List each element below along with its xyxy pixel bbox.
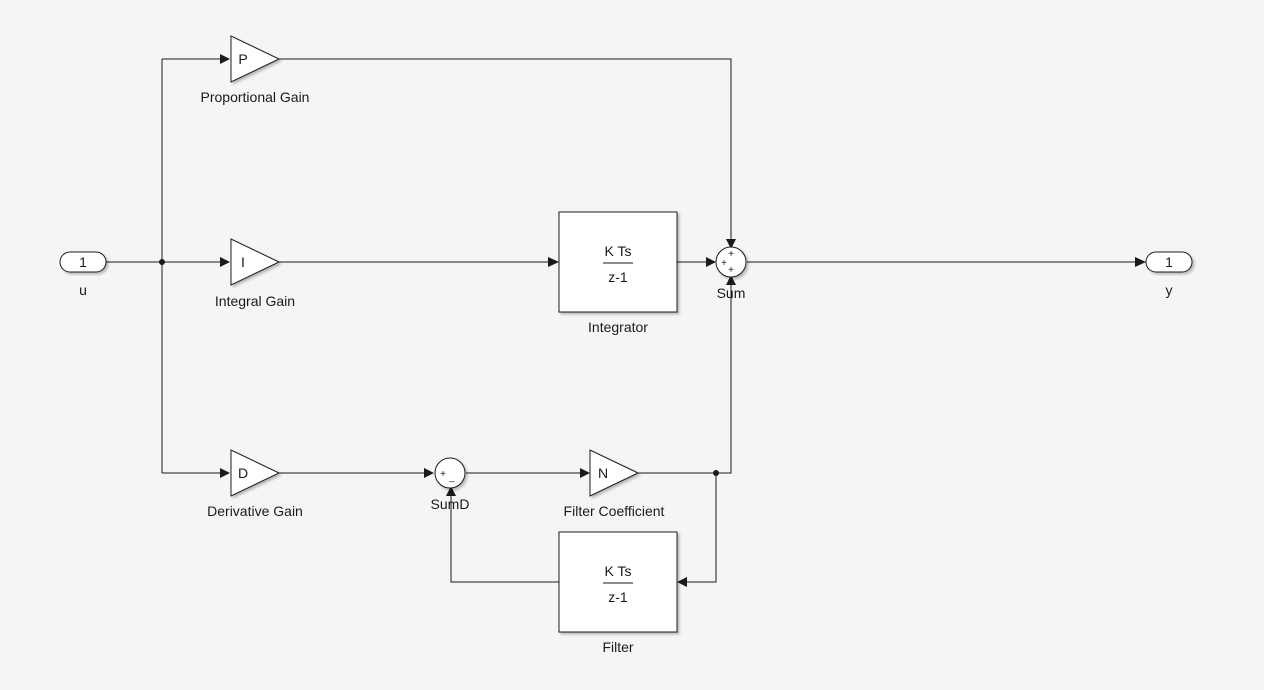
wire-filter-to-sumd[interactable] [450,495,559,583]
filter-block[interactable]: K Ts z-1 Filter [558,531,678,655]
arrowhead-proportional-in [220,54,230,64]
derivative-gain-symbol: D [238,465,248,481]
filter-denominator: z-1 [608,589,628,605]
arrowhead-sumd-left [424,468,434,478]
integral-gain-symbol: I [241,254,245,270]
proportional-gain-label: Proportional Gain [201,89,310,105]
sumd-label: SumD [431,496,470,512]
sum-label: Sum [717,285,746,301]
filter-coefficient-triangle[interactable] [589,449,640,497]
arrowhead-sum-left [706,257,716,267]
arrowhead-sumd-bottom [446,486,456,496]
outport-shape[interactable] [1145,251,1193,273]
arrowhead-sum-bottom [726,275,736,285]
derivative-gain-label: Derivative Gain [207,503,303,519]
proportional-gain-block[interactable]: P Proportional Gain [201,35,310,105]
filter-box[interactable] [558,531,678,633]
arrowhead-integral-in [220,257,230,267]
outport-label: y [1166,282,1173,298]
integrator-box[interactable] [558,211,678,313]
wire-junction-to-filter[interactable] [686,473,717,583]
arrowhead-filter-in [677,577,687,587]
filter-coefficient-block[interactable]: N Filter Coefficient [564,449,665,519]
outport-number: 1 [1165,254,1173,270]
integrator-label: Integrator [588,319,648,335]
sumd-circle[interactable] [434,457,466,489]
integral-gain-block[interactable]: I Integral Gain [215,238,295,309]
wire-filter-coefficient-to-sum[interactable] [638,284,732,474]
integral-gain-triangle[interactable] [230,238,281,286]
inport-u[interactable]: 1 u [59,251,107,298]
signal-lines [106,58,1136,583]
sumd-block[interactable]: + _ SumD [431,457,470,512]
inport-label: u [79,282,87,298]
sum-sign-top: + [728,249,734,260]
filter-numerator: K Ts [605,563,632,579]
arrowhead-output-in [1135,257,1146,267]
filter-label: Filter [602,639,633,655]
derivative-gain-block[interactable]: D Derivative Gain [207,449,303,519]
wire-proportional-to-sum[interactable] [279,58,732,240]
filter-coefficient-symbol: N [598,465,608,481]
sum-sign-left: + [721,258,727,269]
integrator-numerator: K Ts [605,243,632,259]
integrator-denominator: z-1 [608,269,628,285]
derivative-gain-triangle[interactable] [230,449,281,497]
arrowhead-derivative-in [220,468,230,478]
branch-point-input [159,259,165,265]
arrowheads [220,54,1146,587]
branch-point-filter [713,470,719,476]
integrator-block[interactable]: K Ts z-1 Integrator [558,211,678,335]
outport-y[interactable]: 1 y [1145,251,1193,298]
sumd-sign-left: + [440,469,446,480]
sum-circle[interactable] [715,246,747,278]
sum-sign-bottom: + [728,265,734,276]
arrowhead-sum-top [726,239,736,249]
integral-gain-label: Integral Gain [215,293,295,309]
inport-shape[interactable] [59,251,107,273]
arrowhead-filter-coefficient-in [580,468,590,478]
proportional-gain-triangle[interactable] [230,35,281,83]
filter-coefficient-label: Filter Coefficient [564,503,665,519]
sumd-sign-bottom: _ [448,472,455,483]
arrowhead-integrator-in [548,257,559,267]
inport-number: 1 [79,254,87,270]
sum-block[interactable]: + + + Sum [715,246,747,301]
proportional-gain-symbol: P [238,51,247,67]
